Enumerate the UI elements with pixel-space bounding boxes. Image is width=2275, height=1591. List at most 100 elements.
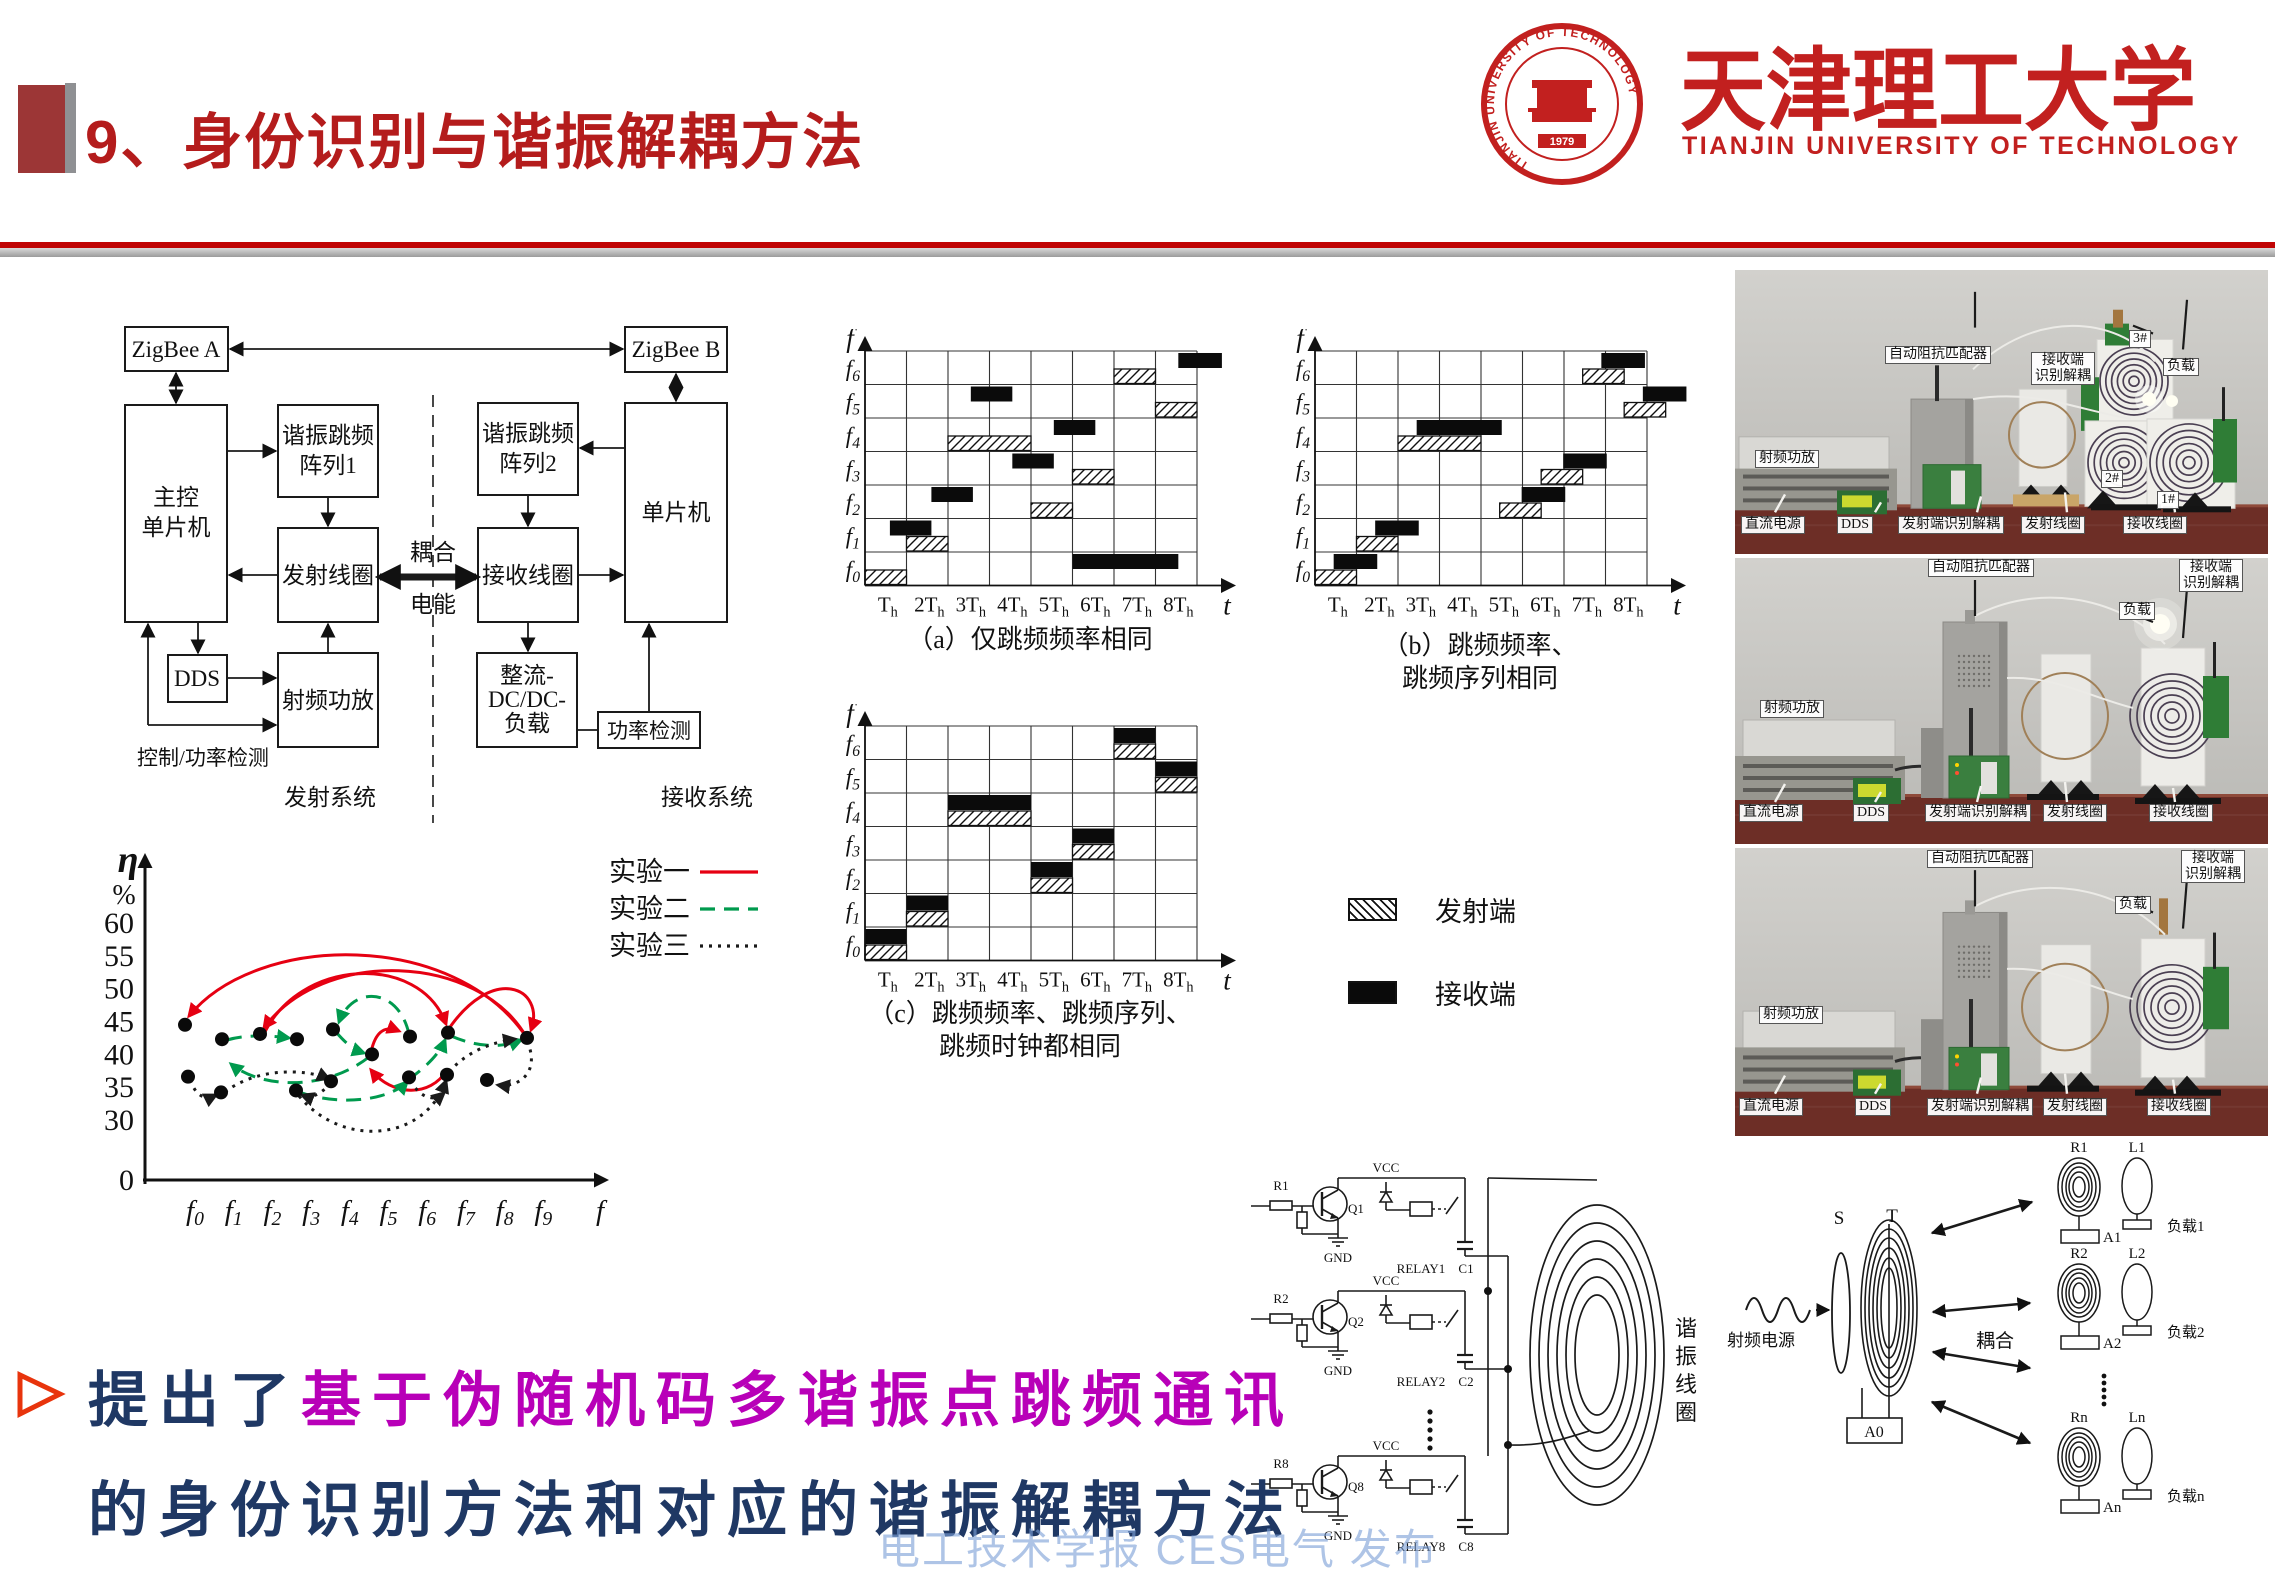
photo-setup-3: 自动阻抗匹配器 接收端 识别解耦 负载 射频功放 直流电源 DDS 发射端识别解…: [1735, 848, 2268, 1136]
svg-text:f4: f4: [341, 1195, 359, 1230]
svg-text:f1: f1: [225, 1195, 243, 1230]
diagram-labels: ZigBee A ZigBee B 主控 单片机 谐振跳频 阵列1 谐振跳频 阵…: [132, 337, 753, 810]
svg-text:Th: Th: [878, 968, 898, 996]
svg-text:接收系统: 接收系统: [661, 785, 753, 810]
svg-text:R8: R8: [1273, 1456, 1288, 1471]
photo2-label: 接收端 识别解耦: [2179, 559, 2243, 593]
watermark: 电工技术学报 CES电气 发布: [878, 1526, 1438, 1573]
page-title: 9、身份识别与谐振解耦方法: [85, 109, 865, 176]
data-point: [402, 1070, 416, 1085]
svg-text:f6: f6: [1296, 356, 1310, 385]
eta-points: [178, 1017, 534, 1100]
svg-text:f3: f3: [1296, 456, 1310, 485]
svg-text:RELAY8: RELAY8: [1397, 1539, 1446, 1554]
svg-text:主控: 主控: [153, 485, 199, 510]
data-point: [178, 1017, 192, 1032]
svg-text:f4: f4: [846, 423, 860, 452]
svg-text:t: t: [1673, 591, 1682, 621]
svg-text:8Th: 8Th: [1163, 968, 1193, 996]
rx-block: [1155, 761, 1197, 777]
svg-text:f6: f6: [418, 1195, 436, 1230]
tx-block: [905, 910, 949, 927]
svg-text:R1: R1: [1273, 1178, 1288, 1193]
sequence-arrow-dotted: [299, 1081, 333, 1107]
svg-text:f5: f5: [380, 1195, 398, 1230]
svg-text:R1: R1: [2070, 1140, 2088, 1156]
photo3-label: DDS: [1855, 1098, 1892, 1116]
system-block-diagram: ZigBee A ZigBee B 主控 单片机 谐振跳频 阵列1 谐振跳频 阵…: [124, 326, 753, 823]
svg-text:实验一: 实验一: [609, 857, 690, 887]
svg-text:f: f: [1296, 329, 1307, 353]
data-point: [289, 1083, 303, 1098]
svg-text:谐振跳频: 谐振跳频: [282, 423, 374, 448]
svg-text:An: An: [2103, 1500, 2122, 1516]
svg-text:f2: f2: [846, 865, 860, 894]
rx-block: [1072, 828, 1114, 844]
photo1-label: 射频功放: [1755, 450, 1819, 468]
rx-block: [1114, 728, 1156, 743]
svg-text:2Th: 2Th: [1364, 593, 1394, 621]
data-point: [520, 1030, 534, 1045]
box-zigbee-a: [124, 326, 229, 372]
svg-text:圈: 圈: [1675, 1400, 1697, 1425]
svg-text:f3: f3: [302, 1195, 320, 1230]
svg-text:发射线圈: 发射线圈: [282, 563, 374, 588]
box-zigbee-b: [624, 326, 728, 373]
svg-text:3Th: 3Th: [956, 593, 986, 621]
legend-rx-label: 接收端: [1435, 980, 1516, 1010]
svg-text:4Th: 4Th: [1447, 593, 1477, 621]
sequence-arrow-dotted: [408, 1080, 447, 1107]
photo3-label: 发射线圈: [2043, 1098, 2107, 1116]
svg-text:Ln: Ln: [2129, 1410, 2146, 1426]
svg-text:GND: GND: [1324, 1250, 1352, 1265]
photo1-label: 3#: [2129, 330, 2151, 348]
seal-year: 1979: [1550, 136, 1574, 148]
svg-text:45: 45: [104, 1005, 134, 1038]
seal-building-icon: [1528, 80, 1596, 122]
coupling-arrows: [1930, 1199, 2034, 1445]
tx-block: [1113, 368, 1157, 385]
svg-text:f7: f7: [457, 1195, 476, 1230]
svg-text:60: 60: [104, 907, 134, 940]
data-point: [181, 1069, 195, 1084]
group-dots: [2101, 1373, 2107, 1407]
diagram-connectors: [140, 341, 684, 823]
photo2-label: 负载: [2119, 602, 2155, 620]
rx-block: [1375, 520, 1419, 536]
photo3-label: 自动阻抗匹配器: [1927, 850, 2033, 868]
svg-text:f4: f4: [846, 798, 860, 827]
sequence-arrow-solid: [444, 987, 543, 1034]
data-point: [324, 1074, 338, 1089]
header-rule-gray: [0, 248, 2275, 257]
rf-source-label: 射频电源: [1727, 1331, 1795, 1350]
svg-text:实验二: 实验二: [609, 894, 690, 924]
data-point: [290, 1032, 304, 1047]
svg-text:f9: f9: [534, 1195, 552, 1230]
data-point: [326, 1022, 340, 1037]
rx-block: [889, 520, 932, 536]
tx-block: [947, 810, 1032, 827]
tx-block: [1071, 468, 1115, 485]
title-accent-bar: [65, 83, 76, 173]
svg-text:0: 0: [119, 1164, 134, 1197]
svg-text:2Th: 2Th: [914, 593, 944, 621]
svg-text:接收线圈: 接收线圈: [482, 563, 574, 588]
svg-text:f1: f1: [846, 523, 860, 552]
svg-text:50: 50: [104, 973, 134, 1006]
svg-text:f: f: [596, 1195, 608, 1227]
svg-text:6Th: 6Th: [1080, 593, 1110, 621]
sequence-arrow-solid: [261, 972, 449, 1037]
svg-text:%: %: [112, 880, 135, 911]
tx-block: [864, 944, 908, 961]
svg-text:A1: A1: [2103, 1230, 2121, 1246]
svg-text:f5: f5: [846, 389, 860, 418]
tx-block: [1154, 401, 1198, 418]
hop-chart-a-caption: （a）仅跳频频率相同: [907, 625, 1153, 654]
svg-text:VCC: VCC: [1373, 1438, 1400, 1453]
svg-text:8Th: 8Th: [1613, 593, 1643, 621]
svg-text:整流-: 整流-: [500, 663, 554, 688]
svg-text:f6: f6: [846, 731, 860, 760]
tx-block: [864, 569, 908, 586]
svg-text:f6: f6: [846, 356, 860, 385]
